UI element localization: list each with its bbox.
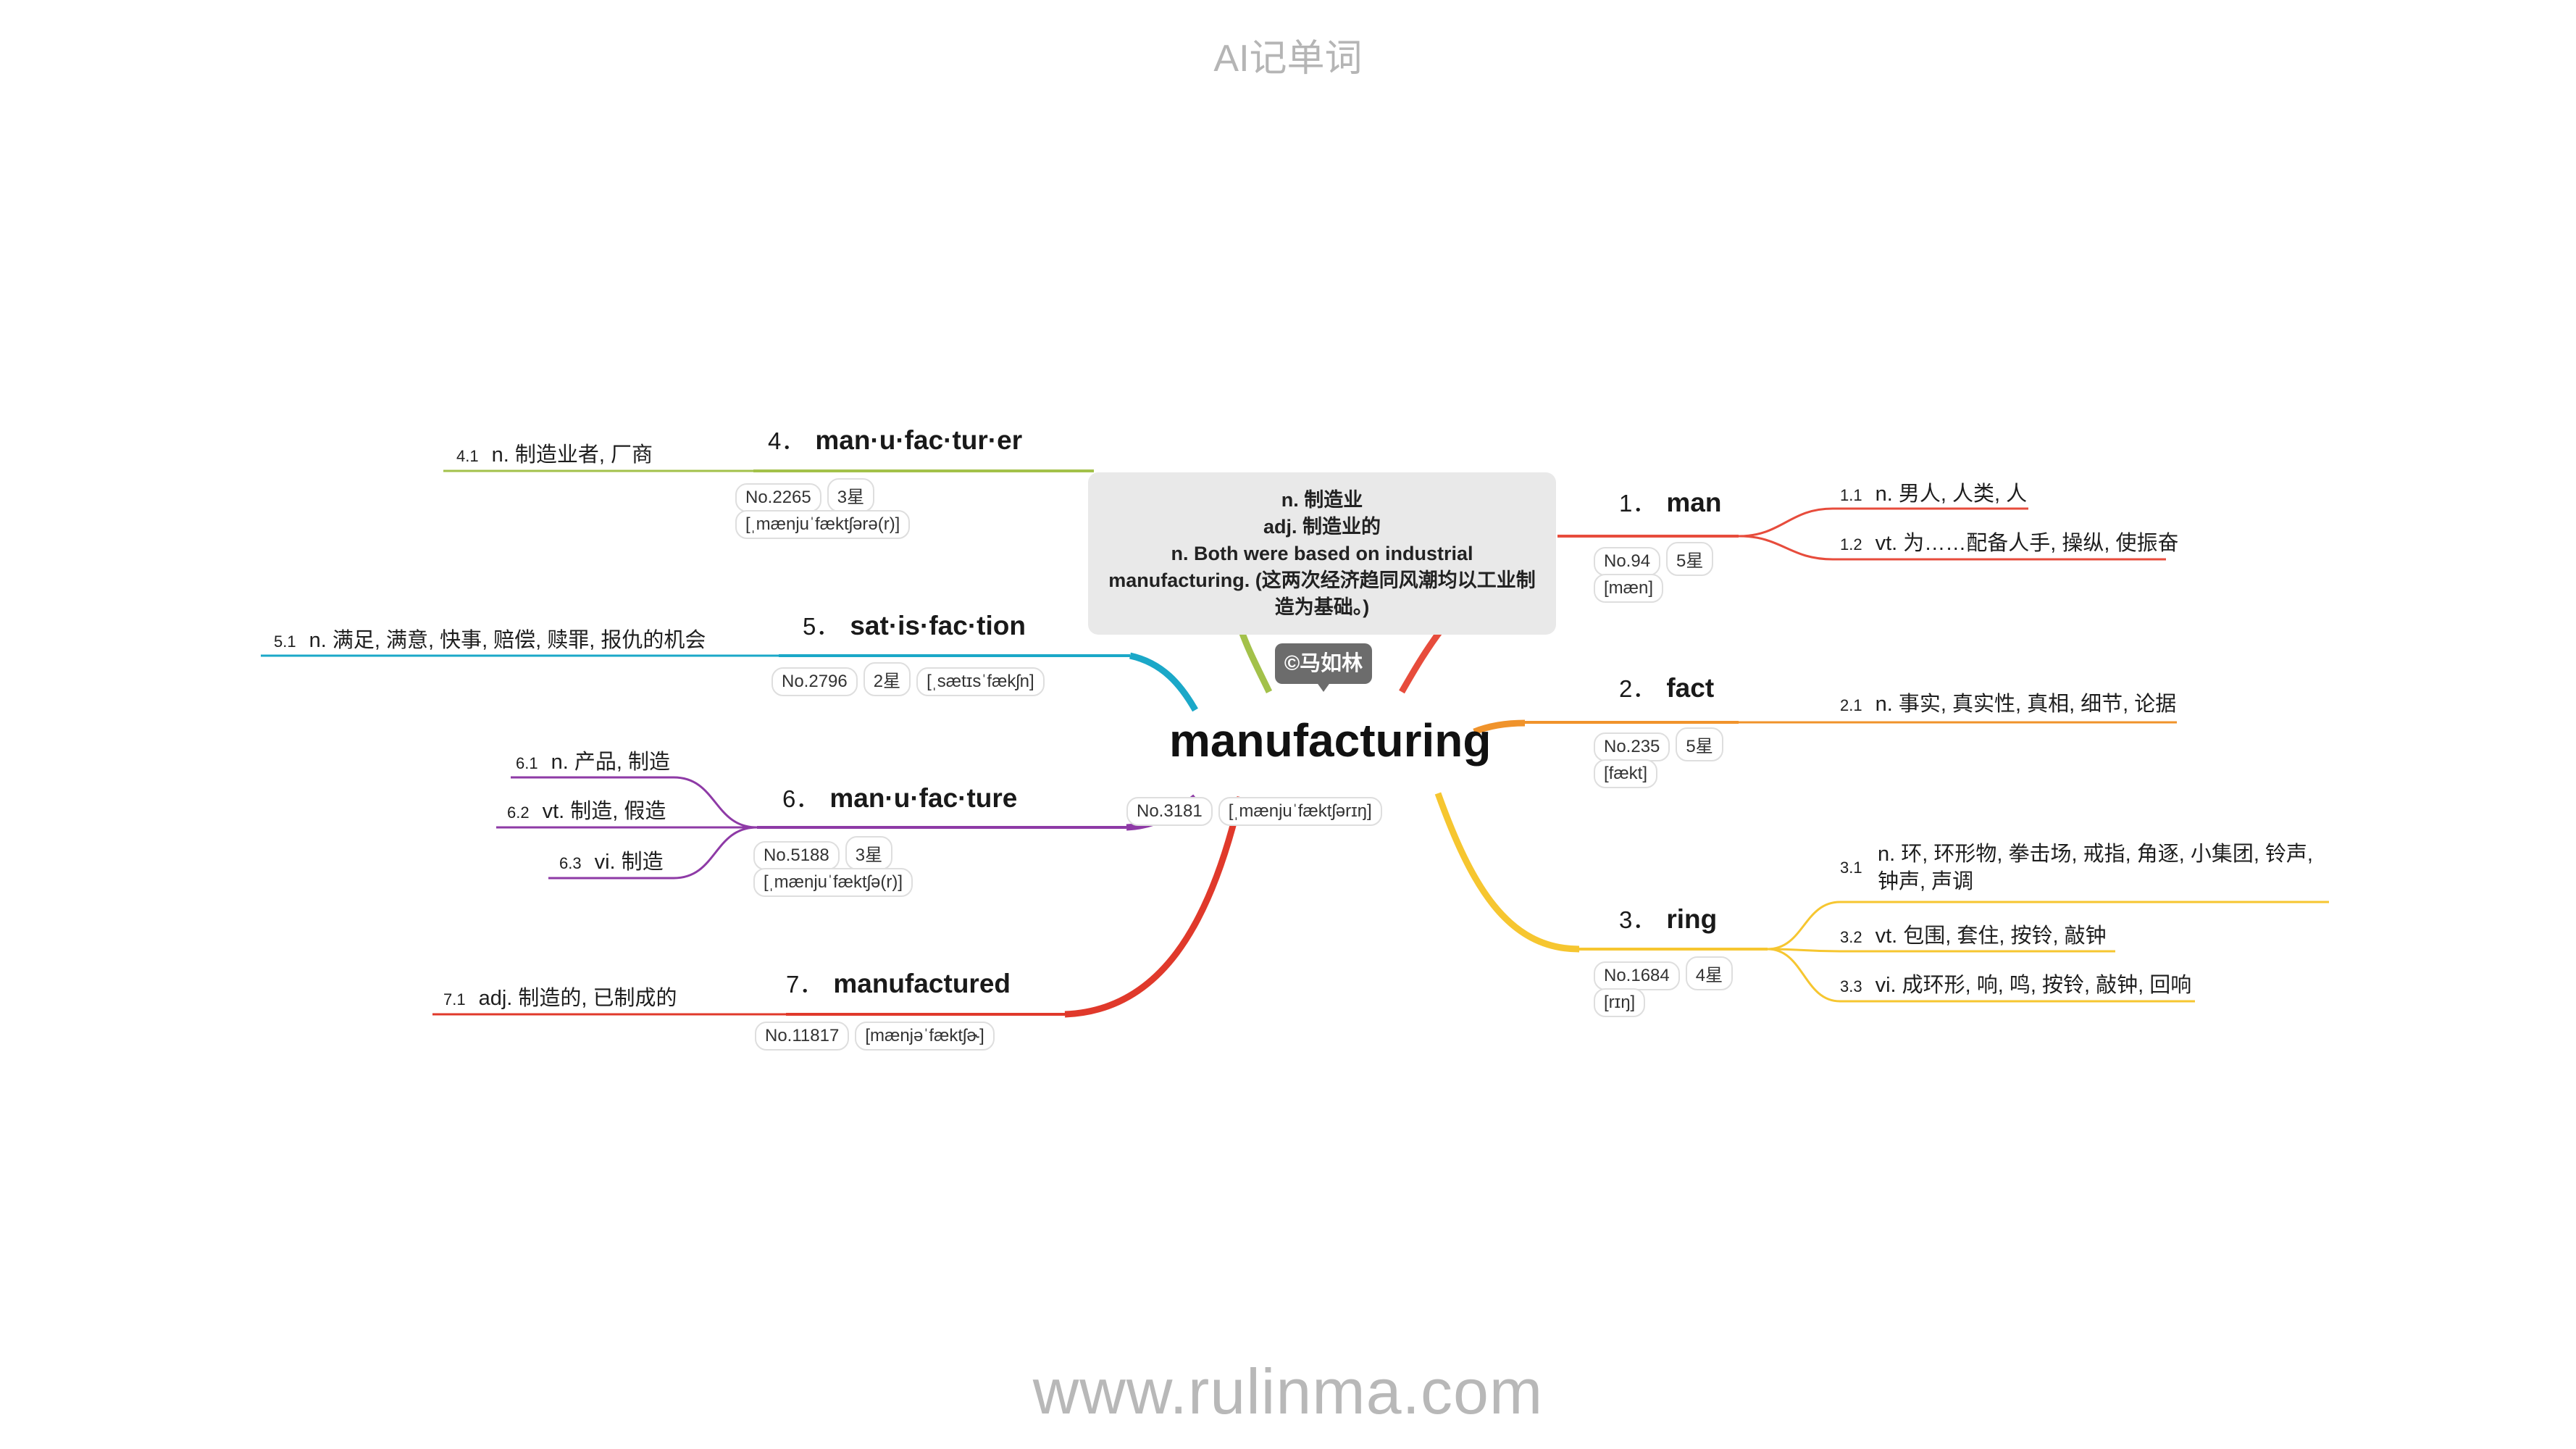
phonetic-row-4: [ˌmænjuˈfæktʃərə(r)] [735, 510, 916, 539]
center-number-tag: No.3181 [1126, 797, 1213, 826]
link-1-2 [1738, 535, 1833, 561]
signature-pointer [1316, 682, 1331, 692]
center-phonetic-tag: [ˌmænjuˈfæktʃərɪŋ] [1218, 797, 1382, 826]
signature-badge: ©马如林 [1275, 643, 1372, 684]
number-tag-2: No.235 [1594, 732, 1670, 761]
link-6-1 [673, 776, 758, 829]
number-tag-3: No.1684 [1594, 961, 1680, 990]
number-tag-5: No.2796 [771, 667, 858, 696]
number-tag-4: No.2265 [735, 483, 821, 512]
stars-tag-1: 5星 [1666, 542, 1714, 576]
branch-word-text-4: man·u·fac·tur·er [815, 425, 1023, 455]
phonetic-tag-2: [fækt] [1594, 759, 1658, 788]
link-1-1 [1738, 507, 1833, 538]
phonetic-row-3: [rɪŋ] [1594, 988, 1651, 1017]
definition-3-1: 3.1 [1840, 859, 1862, 877]
phonetic-tag-3: [rɪŋ] [1594, 988, 1646, 1017]
center-word: manufacturing [1169, 714, 1492, 767]
branch-index-1: 1． [1619, 490, 1657, 517]
branch-word-3: 3． ring [1619, 901, 1717, 935]
link-3-2 [1767, 948, 1841, 953]
definition-callout: n. 制造业 adj. 制造业的 n. Both were based on i… [1088, 472, 1556, 635]
phonetic-row-6: [ˌmænjuˈfæktʃə(r)] [753, 868, 919, 897]
branch-word-1: 1． man [1619, 484, 1721, 519]
trunk-4 [1237, 626, 1273, 693]
phonetic-tag-6: [ˌmænjuˈfæktʃə(r)] [753, 868, 913, 897]
stars-tag-4: 3星 [827, 478, 875, 512]
definition-3-1-text: n. 环, 环形物, 拳击场, 戒指, 角逐, 小集团, 铃声, 钟声, 声调 [1878, 843, 2313, 893]
branch-word-text-7: manufactured [833, 969, 1011, 998]
callout-line-1: n. 制造业 [1281, 489, 1363, 511]
number-tag-7: No.11817 [755, 1022, 850, 1051]
branch-tags-7: No.11817[mænjəˈfæktʃɚ] [755, 1022, 1000, 1051]
phonetic-tag-5: [ˌsætɪsˈfækʃn] [916, 667, 1045, 696]
link-3-3 [1767, 948, 1841, 1003]
trunk-5 [1129, 652, 1198, 712]
branch-index-5: 5． [803, 613, 840, 640]
stars-tag-5: 2星 [863, 662, 911, 696]
branch-word-text-2: fact [1666, 673, 1715, 703]
branch-index-2: 2． [1619, 675, 1657, 702]
header-title: AI记单词 [1213, 38, 1363, 80]
branch-index-6: 6． [782, 785, 820, 812]
phonetic-tag-7: [mænjəˈfæktʃɚ] [855, 1022, 995, 1051]
trunk-1 [1399, 625, 1446, 694]
branch-word-6: 6． man·u·fac·ture [782, 780, 1017, 814]
branch-index-7: 7． [786, 971, 824, 998]
center-tags: No.3181[ˌmænjuˈfæktʃərɪŋ] [1126, 797, 1388, 826]
trunk-3 [1434, 792, 1580, 953]
number-tag-6: No.5188 [753, 841, 840, 870]
branch-word-5: 5． sat·is·fac·tion [803, 607, 1026, 642]
link-3-1 [1767, 901, 1841, 951]
branch-word-text-5: sat·is·fac·tion [850, 611, 1026, 640]
trunk-7 [1064, 796, 1244, 1018]
phonetic-tag-1: [mæn] [1594, 574, 1664, 603]
footer-url: www.rulinma.com [1032, 1356, 1544, 1427]
branch-index-3: 3． [1619, 906, 1657, 933]
branch-word-7: 7． manufactured [786, 965, 1011, 1000]
stars-tag-6: 3星 [845, 836, 893, 870]
branch-word-text-3: ring [1666, 904, 1718, 934]
phonetic-row-2: [fækt] [1594, 759, 1663, 788]
branch-word-text-6: man·u·fac·ture [829, 783, 1018, 813]
branch-word-2: 2． fact [1619, 669, 1714, 704]
phonetic-row-1: [mæn] [1594, 574, 1669, 603]
stars-tag-3: 4星 [1685, 956, 1734, 990]
number-tag-1: No.94 [1594, 547, 1661, 576]
phonetic-tag-4: [ˌmænjuˈfæktʃərə(r)] [735, 510, 911, 539]
callout-line-3: n. Both were based on industrial manufac… [1108, 543, 1536, 618]
link-6-3 [673, 826, 758, 880]
branch-word-4: 4． man·u·fac·tur·er [768, 422, 1022, 456]
callout-line-2: adj. 制造业的 [1263, 516, 1381, 538]
stars-tag-2: 5星 [1676, 727, 1723, 761]
trunk-2 [1473, 719, 1526, 735]
branch-index-4: 4． [768, 427, 806, 454]
branch-word-text-1: man [1666, 488, 1722, 517]
